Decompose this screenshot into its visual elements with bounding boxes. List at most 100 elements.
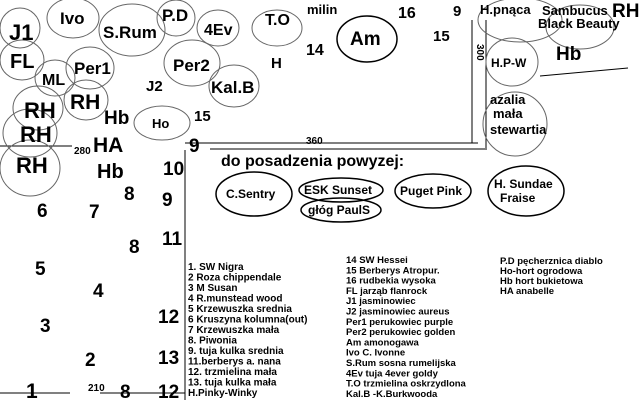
label-am: Am <box>350 29 381 50</box>
oval-glog <box>300 197 382 223</box>
num-15-top: 15 <box>433 28 450 45</box>
oval-puget <box>394 173 472 209</box>
legend-item: 5 Krzewuszka srednia <box>188 304 292 315</box>
legend-item: Am amonogawa <box>346 337 420 348</box>
label-hb2: Hb <box>97 161 124 183</box>
label-stewartia: stewartia <box>490 122 547 137</box>
label-rh1: RH <box>24 98 56 123</box>
label-kalb: Kal.B <box>211 78 254 97</box>
num-1: 1 <box>26 380 38 400</box>
num-8-c: 8 <box>120 382 131 400</box>
label-sambucus: Sambucus <box>542 3 608 18</box>
label-h: H <box>271 55 282 72</box>
plant-circle-am <box>336 15 398 63</box>
label-rh2: RH <box>70 91 100 114</box>
num-2: 2 <box>85 350 96 371</box>
label-hpw: H.P-W <box>491 56 527 70</box>
legend-item: H.Pinky-Winky <box>188 388 258 399</box>
label-milin: milin <box>307 2 337 17</box>
legend-item: 7 Krzewuszka mała <box>188 325 280 336</box>
legend-item: 14 SW Hessei <box>346 255 408 266</box>
legend-item: Per1 perukowiec purple <box>346 317 453 328</box>
plant-circle-hpnaca <box>477 0 563 43</box>
plant-circle-ml <box>34 59 76 97</box>
legend-item: 8. Piwonia <box>188 336 237 347</box>
planting-csentry: C.Sentry <box>226 187 276 201</box>
legend-item: 16 rudbekia wysoka <box>346 276 436 287</box>
label-ml: ML <box>42 72 65 89</box>
label-srum: S.Rum <box>103 23 157 42</box>
plant-circle-rh4 <box>0 139 61 197</box>
legend-item: Ho-hort ogrodowa <box>500 266 583 277</box>
legend-item: S.Rum sosna rumelijska <box>346 358 457 369</box>
legend-item: 12. trzmielina mała <box>188 367 277 378</box>
num-9-a: 9 <box>189 136 200 157</box>
legend-item: 1. SW Nigra <box>188 262 244 273</box>
planting-esk-sunset: ESK Sunset <box>304 183 372 197</box>
label-ho: Ho <box>152 116 169 131</box>
legend-item: Hb hort bukietowa <box>500 276 584 287</box>
label-to: T.O <box>265 12 290 29</box>
num-10: 10 <box>163 159 184 180</box>
num-9-top: 9 <box>453 3 461 20</box>
label-azalia: azalia <box>490 92 526 107</box>
oval-esk <box>298 177 384 203</box>
dimension-360: 360 <box>306 136 323 147</box>
label-rh4: RH <box>16 153 48 178</box>
num-15: 15 <box>194 108 211 125</box>
label-fl: FL <box>10 51 34 73</box>
label-rh-edge: RH <box>612 1 639 22</box>
oval-sundae <box>487 165 565 217</box>
label-4ev: 4Ev <box>204 22 233 39</box>
label-rh3: RH <box>20 122 52 147</box>
dimension-280: 280 <box>74 146 91 157</box>
num-3: 3 <box>40 316 51 337</box>
label-mala: mała <box>493 106 523 121</box>
plant-circle-rh1 <box>12 85 64 131</box>
label-black-beauty: Black Beauty <box>538 16 620 31</box>
legend-item: 2 Roza chippendale <box>188 273 282 284</box>
plant-circle-rh3 <box>2 108 58 158</box>
legend-item: J1 jasminowiec <box>346 296 416 307</box>
num-5: 5 <box>35 259 46 280</box>
plant-circle-ho <box>133 105 191 141</box>
label-j2: J2 <box>146 78 163 95</box>
num-9-b: 9 <box>162 190 173 211</box>
plant-circle-per1 <box>65 46 115 90</box>
legend-item: 6 Kruszyna kolumna(out) <box>188 315 307 326</box>
legend-item: Kal.B -K.Burkwooda <box>346 389 438 400</box>
plant-circle-stewartia <box>482 91 548 157</box>
oval-csentry <box>215 171 293 217</box>
num-4: 4 <box>93 281 104 302</box>
num-6: 6 <box>37 201 48 222</box>
label-pd: P.D <box>162 6 188 25</box>
num-12-b: 12 <box>158 382 179 400</box>
border-line-east-edge <box>539 67 629 77</box>
plant-circle-sambucus <box>545 4 615 50</box>
num-7: 7 <box>89 202 100 223</box>
num-8-b: 8 <box>129 237 140 258</box>
label-per2: Per2 <box>173 56 210 75</box>
legend-item: 9. tuja kulka srednia <box>188 346 284 357</box>
plant-circle-fl <box>0 39 45 81</box>
label-j1: J1 <box>9 20 33 45</box>
legend-item: 4 R.munstead wood <box>188 294 282 305</box>
plant-circle-j1 <box>0 7 41 49</box>
planting-sundae-line1: H. Sundae <box>494 177 553 191</box>
num-8-a: 8 <box>124 184 135 205</box>
plant-circle-4ev <box>196 9 240 47</box>
legend-item: 15 Berberys Atropur. <box>346 265 440 276</box>
legend-item: 4Ev tuja 4ever goldy <box>346 368 439 379</box>
plant-circle-ivo <box>46 0 100 39</box>
legend-item: 13. tuja kulka mała <box>188 378 277 389</box>
label-hb-right: Hb <box>556 44 581 65</box>
plant-circle-hpw <box>485 37 539 87</box>
planting-puget-pink: Puget Pink <box>400 184 462 198</box>
num-12-a: 12 <box>158 307 179 328</box>
legend-item: Per2 perukowiec golden <box>346 327 455 338</box>
label-ha: HA <box>93 134 123 157</box>
